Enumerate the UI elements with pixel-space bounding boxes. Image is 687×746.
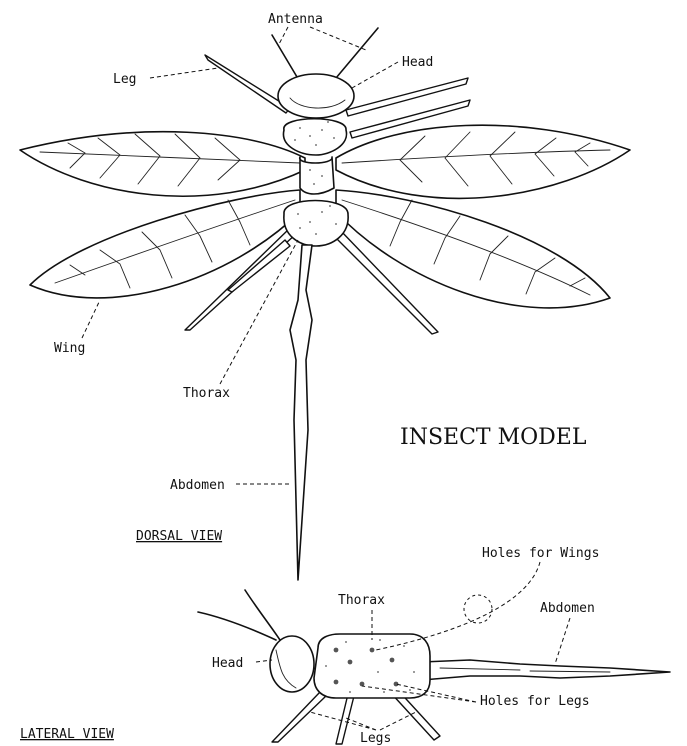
wing-upper-left [20, 132, 305, 196]
dorsal-head [278, 74, 354, 118]
label-thorax: Thorax [183, 386, 230, 401]
lateral-view [198, 590, 670, 744]
wing-upper-right [336, 125, 630, 198]
lateral-thorax [314, 634, 430, 698]
label-holes-for-legs: Holes for Legs [480, 694, 590, 709]
dorsal-abdomen [290, 245, 312, 580]
label-head: Head [402, 55, 433, 70]
title: INSECT MODEL [400, 425, 587, 450]
label-lateral-head: Head [212, 656, 243, 671]
label-antenna: Antenna [268, 12, 323, 27]
dorsal-view [20, 28, 630, 580]
label-wing: Wing [54, 341, 85, 356]
dorsal-thorax [283, 119, 348, 246]
lateral-head [270, 636, 314, 692]
dorsal-view-caption: DORSAL VIEW [136, 529, 222, 544]
lateral-abdomen [422, 660, 670, 680]
wing-lower-left [30, 190, 300, 298]
label-leg: Leg [113, 72, 136, 87]
lateral-view-caption: LATERAL VIEW [20, 727, 114, 742]
wing-lower-right [336, 190, 610, 308]
label-holes-for-wings: Holes for Wings [482, 546, 599, 561]
label-lateral-thorax: Thorax [338, 593, 385, 608]
dorsal-antenna-right [336, 28, 378, 78]
dorsal-leg-upper-left [205, 55, 290, 113]
label-lateral-abdomen: Abdomen [540, 601, 595, 616]
dorsal-antenna-left [272, 35, 300, 82]
label-legs: Legs [360, 731, 391, 746]
label-abdomen: Abdomen [170, 478, 225, 493]
